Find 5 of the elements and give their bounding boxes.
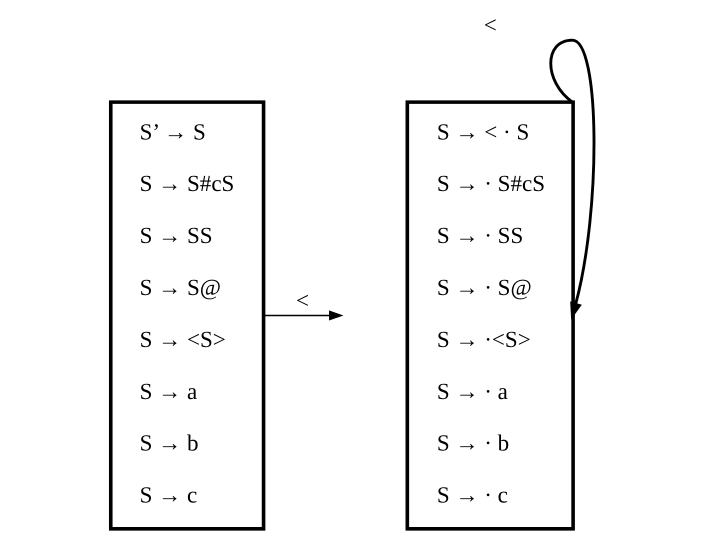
arrow xyxy=(263,310,343,321)
node-box: S’ → S S → S#cS S → SS S → S@ S → <S> S → a S → b S → c xyxy=(108,100,265,531)
edge-label: < xyxy=(295,286,308,313)
edge-label: < xyxy=(483,12,496,38)
node-box: S → < · S S → · S#cS S → · SS S → · S@ S → ·<S> S → · a S → · b S → · c xyxy=(405,100,574,531)
